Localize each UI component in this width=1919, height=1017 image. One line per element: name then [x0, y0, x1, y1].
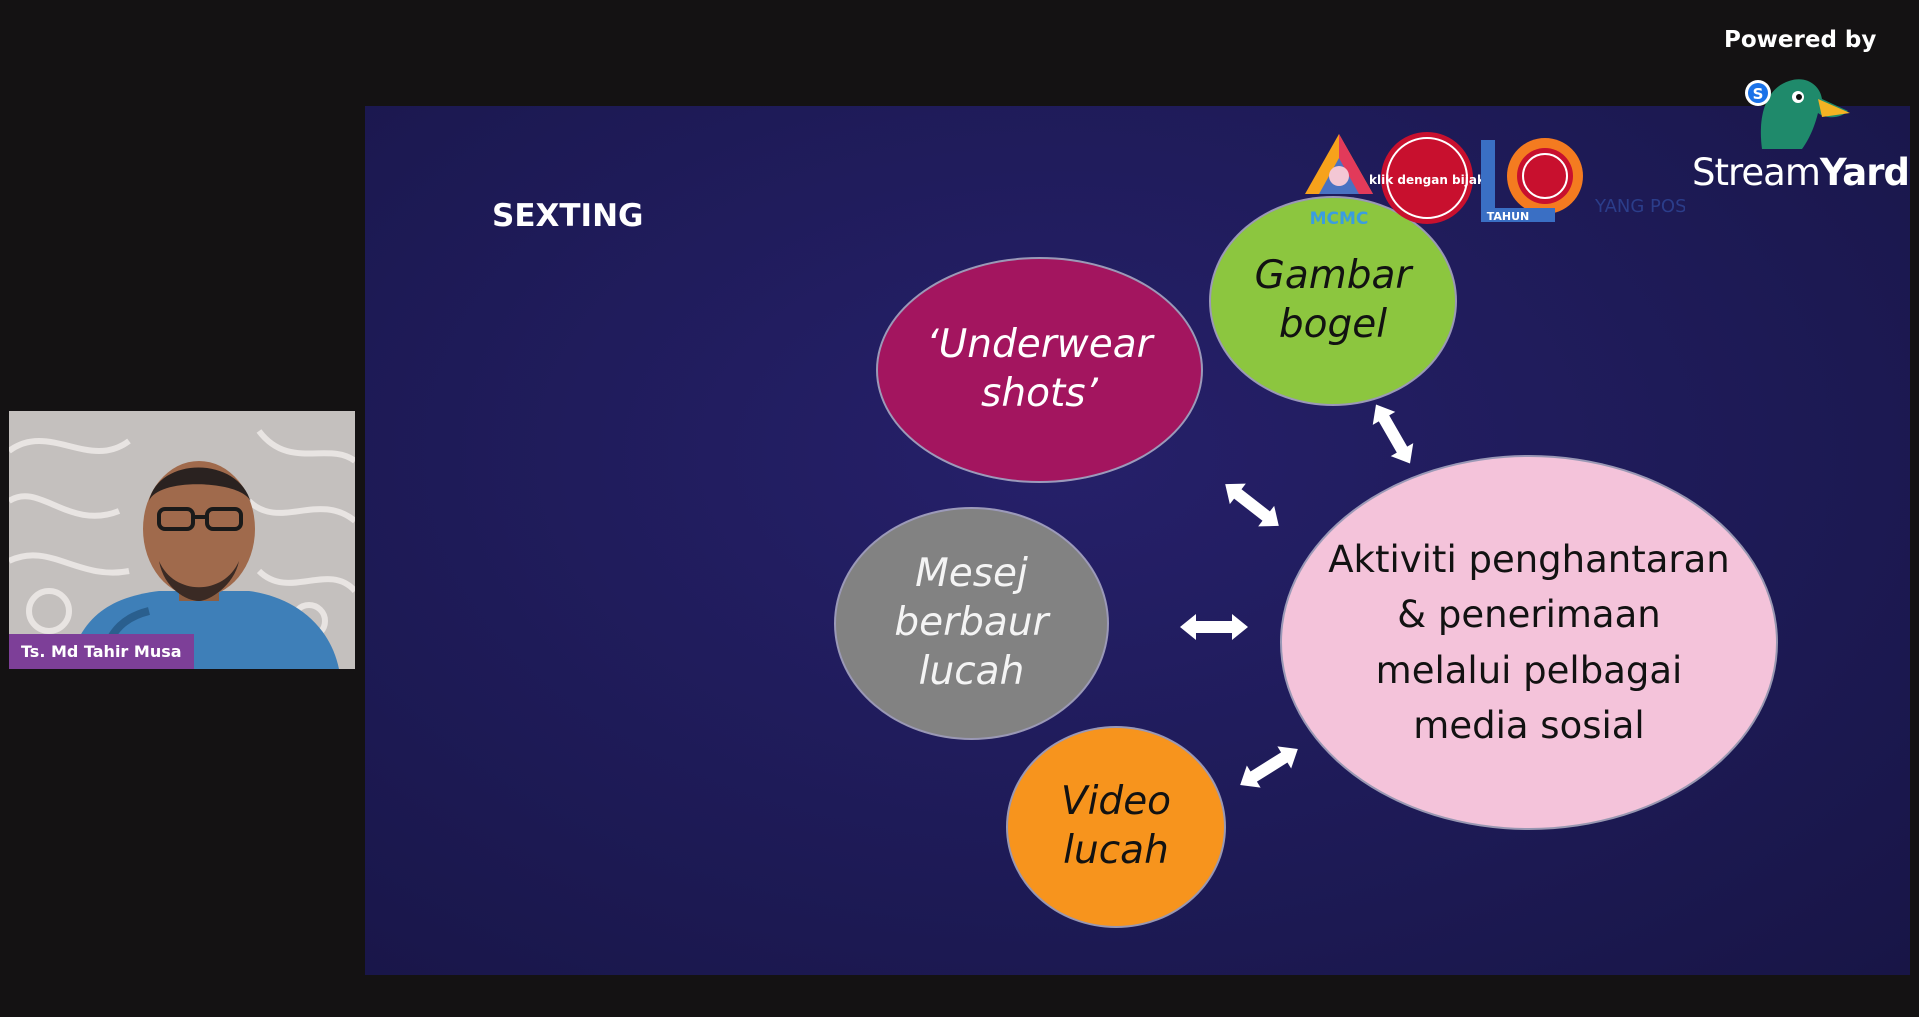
tagline-text: YANG POSITIF [1594, 196, 1685, 217]
klik-bijak-logo: klik dengan bijak [1369, 132, 1486, 224]
arrow-aktiviti-gambar [1364, 398, 1422, 470]
ten-years-logo: TAHUN [1481, 138, 1583, 223]
mcmc-logo: MCMC [1305, 134, 1373, 228]
powered-by-label: Powered by [1724, 27, 1877, 53]
sponsor-logos: MCMC klik dengan bijak TAHUN YANG POSITI… [1305, 132, 1685, 228]
participant-video-tile[interactable]: Ts. Md Tahir Musa [9, 411, 355, 669]
streamyard-brand: StreamYard [1692, 151, 1910, 194]
arrow-aktiviti-underwear [1217, 473, 1287, 537]
presentation-slide: SEXTING ‘Underwear shots’ Gambar bogel M… [365, 106, 1910, 975]
bubble-video-lucah: Video lucah [1008, 728, 1224, 926]
brand-yard: Yard [1819, 151, 1910, 194]
bubble-underwear-shots: ‘Underwear shots’ [878, 259, 1201, 481]
mcmc-text: MCMC [1310, 209, 1369, 228]
streamyard-duck-icon: S [1745, 79, 1850, 149]
bubble-gambar-bogel: Gambar bogel [1211, 198, 1455, 404]
participant-name-tag: Ts. Md Tahir Musa [9, 634, 194, 669]
streamyard-badge-letter: S [1753, 85, 1764, 103]
klik-bijak-text: klik dengan bijak [1369, 173, 1486, 187]
arrow-aktiviti-video [1233, 737, 1305, 797]
participant-video-feed [9, 411, 355, 669]
bubble-mesej-lucah: Mesej berbaur lucah [836, 509, 1107, 738]
brand-stream: Stream [1692, 151, 1821, 194]
bubble-aktiviti-central: Aktiviti penghantaran & penerimaan melal… [1282, 457, 1776, 828]
arrow-aktiviti-mesej [1180, 614, 1248, 640]
tahun-text: TAHUN [1487, 210, 1530, 223]
slide-title: SEXTING [492, 198, 644, 234]
